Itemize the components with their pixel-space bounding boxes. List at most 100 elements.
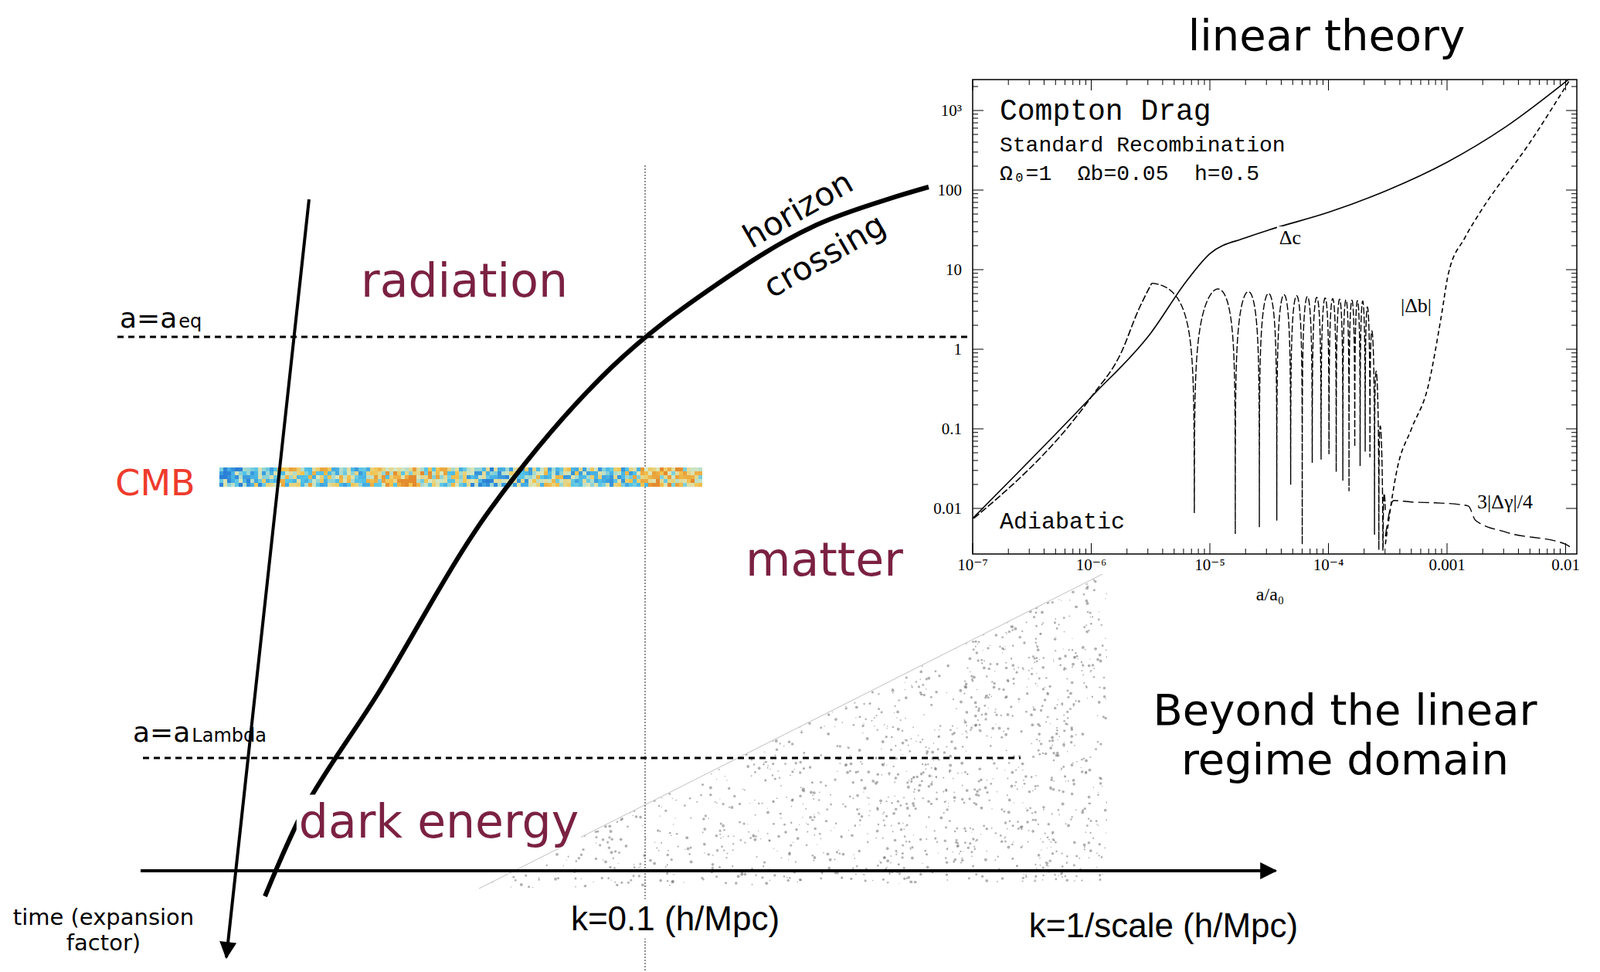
particle (1012, 677, 1015, 680)
particle (654, 662, 656, 665)
particle (718, 866, 721, 869)
particle (1069, 691, 1073, 695)
particle (620, 818, 623, 822)
particle (943, 604, 947, 608)
particle (1083, 593, 1084, 595)
particle (899, 600, 901, 602)
particle (750, 774, 753, 777)
particle (552, 594, 554, 597)
particle (989, 744, 992, 748)
particle (536, 659, 540, 662)
particle (785, 796, 788, 799)
particle (1046, 716, 1050, 719)
particle (523, 713, 527, 716)
particle (1010, 625, 1014, 629)
particle (1071, 590, 1075, 594)
particle (991, 758, 994, 761)
particle (949, 728, 952, 731)
particle (1014, 606, 1018, 610)
particle (968, 876, 971, 880)
particle (805, 621, 807, 622)
particle (893, 648, 895, 651)
particle (723, 655, 725, 656)
particle (833, 858, 836, 860)
particle (714, 719, 717, 722)
particle (963, 801, 966, 804)
particle (1025, 692, 1029, 695)
particle (944, 576, 948, 579)
particle (947, 587, 948, 589)
particle (670, 835, 673, 837)
particle (835, 850, 839, 853)
particle (655, 640, 659, 643)
particle (656, 828, 660, 832)
particle (979, 806, 983, 810)
particle (747, 587, 751, 591)
particle (813, 827, 816, 830)
particle (996, 585, 999, 588)
particle (744, 733, 748, 737)
particle (776, 850, 778, 852)
particle (1093, 786, 1094, 788)
particle (485, 630, 489, 633)
particle (736, 701, 740, 705)
particle (779, 812, 782, 816)
particle (486, 601, 490, 605)
particle (981, 875, 984, 878)
particle (841, 721, 843, 724)
particle (917, 662, 921, 666)
particle (663, 600, 666, 602)
particle (862, 791, 864, 792)
particle (742, 788, 744, 790)
particle (999, 834, 1003, 837)
particle (651, 778, 653, 781)
particle (756, 586, 759, 589)
particle (574, 876, 577, 880)
particle (803, 611, 806, 614)
particle (945, 627, 948, 629)
particle (848, 829, 850, 831)
particle (692, 682, 697, 687)
particle (512, 645, 514, 646)
particle (681, 627, 683, 629)
particle (882, 837, 884, 840)
particle (702, 760, 704, 762)
particle (1013, 627, 1017, 631)
particle (1015, 584, 1020, 588)
particle (580, 878, 581, 880)
particle (1105, 648, 1108, 651)
particle (945, 800, 947, 802)
particle (966, 601, 969, 605)
particle (957, 772, 959, 775)
particle (819, 781, 823, 784)
particle (1051, 739, 1054, 742)
particle (937, 735, 941, 738)
particle (625, 652, 629, 656)
particle (1007, 810, 1011, 814)
particle (894, 808, 898, 812)
particle (1073, 586, 1075, 588)
particle (584, 642, 588, 646)
particle (522, 775, 525, 778)
particle (766, 618, 768, 620)
particle (849, 754, 852, 757)
particle (768, 680, 772, 683)
particle (903, 603, 905, 605)
particle (674, 706, 677, 709)
particle (746, 665, 749, 669)
particle (765, 697, 768, 700)
particle (593, 747, 596, 751)
particle (1028, 790, 1031, 793)
particle (1009, 625, 1012, 628)
particle (723, 828, 725, 831)
particle (881, 740, 885, 744)
particle (892, 811, 896, 816)
particle (961, 625, 965, 629)
particle (709, 740, 713, 743)
particle (940, 615, 943, 619)
particle (774, 777, 777, 780)
particle (805, 686, 809, 690)
particle (1085, 686, 1088, 689)
particle (974, 793, 979, 797)
